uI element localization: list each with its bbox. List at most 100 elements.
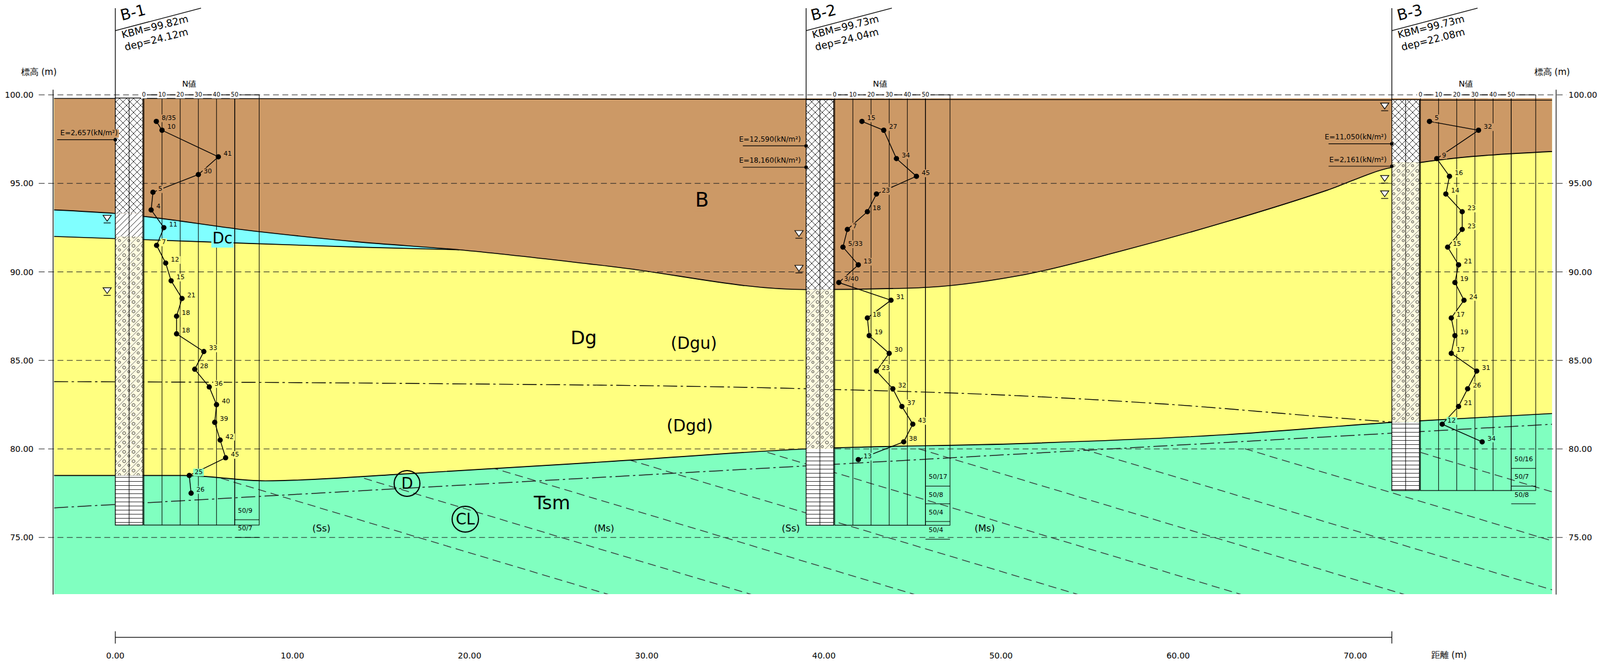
n-value-dot — [893, 155, 899, 162]
n-chart-grid — [1438, 94, 1439, 491]
n-scale-tick: 10 — [848, 91, 858, 99]
n-value: 5 — [1433, 114, 1441, 123]
elevation-tick: 75.00 — [1567, 532, 1593, 543]
modulus-label: E=12,590(kN/m²) — [737, 135, 802, 145]
n-value-dot — [1434, 155, 1440, 162]
n-value-dot — [890, 386, 896, 392]
n-cell-line — [1510, 468, 1536, 470]
n-value: 23 — [1466, 222, 1478, 231]
n-cell-line — [925, 486, 950, 487]
n-value: 37 — [906, 400, 917, 408]
leader-dot — [1390, 142, 1394, 146]
water-level — [1380, 182, 1388, 184]
n-value: 26 — [1471, 382, 1483, 391]
n-value-dot — [154, 243, 160, 249]
n-scale-tick: 30 — [884, 91, 895, 99]
borehole-divider — [1405, 99, 1407, 491]
ground-line — [53, 98, 1552, 101]
n-scale-tick: 30 — [193, 91, 204, 99]
n-value-dot — [888, 297, 894, 303]
n-value-dot — [215, 154, 221, 160]
elevation-tick: 100.00 — [1567, 90, 1599, 100]
leader-line — [742, 166, 806, 168]
n-scale-tick: 10 — [156, 91, 167, 99]
leader-line — [742, 145, 806, 147]
n-value-dot — [855, 262, 861, 268]
n-value: 15 — [175, 274, 186, 282]
n-value: 5/33 — [846, 240, 864, 249]
n-value-dot — [192, 366, 198, 372]
n-value: 41 — [222, 149, 234, 158]
modulus-label: E=2,161(kN/m²) — [1328, 156, 1388, 165]
n-value: 10 — [166, 123, 177, 132]
n-value-dot — [865, 209, 871, 215]
n-scale-tick: 0 — [831, 91, 838, 99]
borehole-name: B-3 — [1393, 1, 1426, 26]
n-value-dot — [873, 368, 880, 374]
n-value-dot — [186, 473, 193, 479]
boundary-line — [53, 151, 1552, 290]
n-value: 23 — [880, 187, 892, 196]
n-value-dot — [901, 439, 907, 445]
n-chart-grid — [161, 94, 163, 526]
n-value: 50/17 — [927, 473, 949, 482]
bedding-line — [1081, 449, 1600, 621]
layer-name: (Ss) — [780, 522, 802, 534]
n-cell-line — [925, 539, 950, 540]
n-value-dot — [855, 457, 861, 463]
n-value: 21 — [186, 291, 197, 300]
distance-tick: 40.00 — [811, 651, 837, 661]
borehole-name: B-2 — [808, 1, 840, 26]
water-level — [1380, 175, 1389, 182]
n-value-dot — [866, 333, 873, 339]
n-scale-tick: 30 — [1469, 91, 1480, 99]
n-value: 28 — [198, 362, 210, 371]
n-value-dot — [1439, 421, 1445, 427]
n-value-dot — [201, 349, 207, 355]
elevation-tick: 85.00 — [1567, 356, 1593, 366]
n-value-dot — [1448, 315, 1455, 321]
n-value-title: N値 — [1457, 79, 1475, 89]
n-cell-line — [925, 521, 950, 522]
grid-line — [38, 448, 1567, 450]
n-cell-line — [234, 519, 260, 521]
leader-line — [1328, 165, 1393, 167]
water-level — [103, 215, 112, 222]
n-value: 13 — [862, 453, 874, 461]
water-level — [1380, 190, 1389, 197]
circled-symbol: D — [393, 470, 421, 498]
n-value-dot — [1452, 333, 1458, 339]
elevation-tick: 95.00 — [1567, 178, 1593, 188]
n-chart-grid — [1474, 94, 1476, 491]
borehole-name: B-1 — [117, 1, 149, 26]
borehole-divider — [128, 97, 130, 526]
modulus-label: E=2,657(kN/m²) — [59, 129, 119, 138]
n-value: 23 — [880, 364, 892, 372]
n-value-dot — [859, 118, 865, 125]
n-value: 30 — [893, 346, 904, 355]
n-value-dot — [150, 189, 156, 196]
n-scale-tick: 20 — [866, 91, 877, 99]
symbol-letter: D — [401, 476, 413, 492]
header-line — [114, 8, 116, 99]
n-value: 21 — [1462, 400, 1473, 408]
n-value: 34 — [1486, 435, 1497, 443]
n-value: 31 — [1480, 364, 1492, 372]
n-cell-line — [1510, 486, 1536, 487]
n-value: 11 — [168, 220, 179, 229]
n-value: 14 — [1450, 187, 1461, 196]
elevation-tick: 80.00 — [1567, 444, 1593, 454]
distance-tick: 30.00 — [633, 651, 660, 661]
n-scale-tick: 40 — [902, 91, 913, 99]
bedding-line — [1245, 449, 1600, 621]
fault-line — [53, 424, 1552, 509]
n-value: 50/7 — [236, 525, 254, 533]
n-value-dot — [1455, 404, 1462, 410]
n-value: 17 — [1455, 311, 1466, 320]
axis-tick — [114, 631, 116, 645]
n-value-dot — [1452, 279, 1458, 286]
bedding-line — [754, 449, 1327, 621]
n-value: 9 — [1440, 151, 1448, 160]
distance-tick: 20.00 — [456, 651, 483, 661]
n-chart-grid — [889, 94, 890, 526]
